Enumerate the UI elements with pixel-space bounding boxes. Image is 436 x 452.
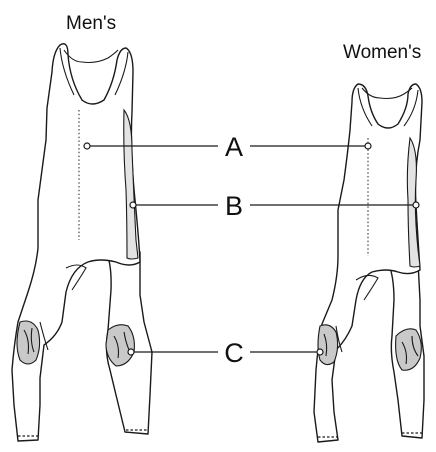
womens-wetsuit xyxy=(314,84,424,442)
callout-c-label: C xyxy=(224,338,244,368)
womens-collar xyxy=(362,88,412,99)
callout-a-dot-mens xyxy=(84,143,90,149)
mens-collar xyxy=(64,50,118,63)
callout-a-dot-womens xyxy=(365,143,371,149)
callout-a-label: A xyxy=(225,132,243,162)
callout-b-label: B xyxy=(225,191,243,221)
callout-b-dot-mens xyxy=(130,202,136,208)
callout-c-dot-womens xyxy=(317,349,323,355)
mens-wetsuit xyxy=(12,44,152,441)
callout-c-dot-mens xyxy=(128,349,134,355)
womens-heading: Women's xyxy=(343,42,421,63)
mens-heading: Men's xyxy=(66,13,116,34)
womens-left-knee-pad xyxy=(318,325,338,365)
callout-c-group: C xyxy=(128,338,323,368)
callout-b-dot-womens xyxy=(413,202,419,208)
